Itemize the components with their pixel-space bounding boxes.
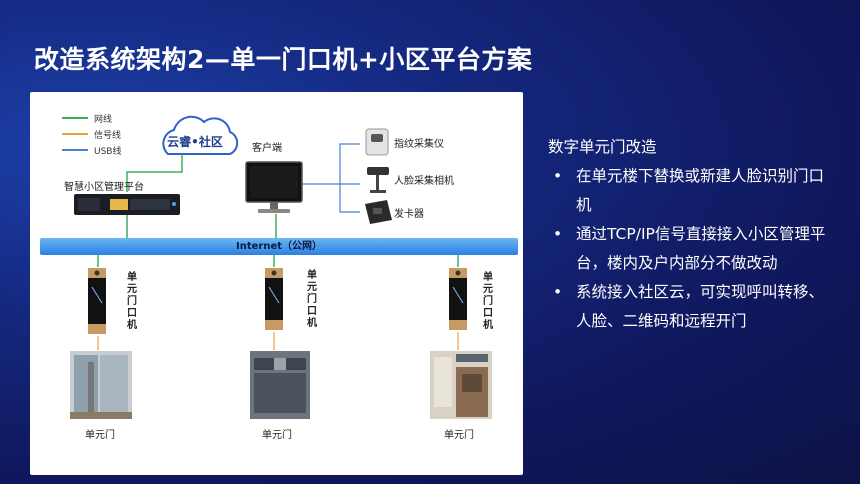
device-label-fingerprint: 指纹采集仪 <box>394 139 444 150</box>
legend-item-usb: USB线 <box>62 142 121 158</box>
internet-bar: Internet（公网） <box>40 238 518 255</box>
door-photo-1 <box>70 351 132 419</box>
legend-label: 信号线 <box>94 130 122 141</box>
signal-lines <box>97 332 459 350</box>
client-label: 客户端 <box>252 143 282 154</box>
diagram-drawing <box>70 115 492 419</box>
network-lines <box>97 154 459 267</box>
platform-device-icon <box>74 194 180 215</box>
door-unit-3-icon <box>449 268 467 330</box>
cloud-icon <box>162 115 239 155</box>
legend: 网线 信号线 USB线 <box>62 110 121 158</box>
device-label-face-camera: 人脸采集相机 <box>394 176 454 187</box>
bullet-dot: • <box>553 167 563 185</box>
door-unit-2-icon <box>265 268 283 330</box>
bullet-item: • 通过TCP/IP信号直接接入小区管理平台，楼内及户内部分不做改动 <box>548 220 838 278</box>
bullet-item: • 在单元楼下替换或新建人脸识别门口机 <box>548 162 838 220</box>
legend-label: USB线 <box>94 146 122 157</box>
platform-label: 智慧小区管理平台 <box>64 182 144 193</box>
bullet-item: • 系统接入社区云，可实现呼叫转移、人脸、二维码和远程开门 <box>548 278 838 336</box>
door-photo-3 <box>430 351 492 419</box>
cloud-label: 云睿•社区 <box>167 135 223 149</box>
description-heading: 数字单元门改造 <box>548 138 657 156</box>
architecture-diagram: 网线 信号线 USB线 云睿•社区 智慧小区管理平台 客户端 指纹采集仪 人脸采… <box>30 92 523 475</box>
face-camera-icon <box>367 167 389 193</box>
bullet-text: 通过TCP/IP信号直接接入小区管理平台，楼内及户内部分不做改动 <box>576 225 826 272</box>
door-unit-2-label: 单元门口机 <box>307 270 317 329</box>
bullet-text: 系统接入社区云，可实现呼叫转移、人脸、二维码和远程开门 <box>576 283 825 330</box>
door-unit-1-label: 单元门口机 <box>127 272 137 331</box>
legend-item-network: 网线 <box>62 110 121 126</box>
usb-lines <box>301 143 360 213</box>
description-panel: 数字单元门改造 • 在单元楼下替换或新建人脸识别门口机 • 通过TCP/IP信号… <box>548 133 838 336</box>
door-label-3: 单元门 <box>444 430 474 441</box>
legend-swatch <box>62 117 88 119</box>
bullet-dot: • <box>553 283 563 301</box>
legend-swatch <box>62 133 88 135</box>
door-unit-3-label: 单元门口机 <box>483 272 493 331</box>
page-title: 改造系统架构2—单一门口机+小区平台方案 <box>34 45 533 74</box>
card-reader-icon <box>365 200 392 224</box>
door-label-1: 单元门 <box>85 430 115 441</box>
legend-swatch <box>62 149 88 151</box>
legend-label: 网线 <box>94 114 113 125</box>
fingerprint-scanner-icon <box>365 128 389 156</box>
device-label-card-reader: 发卡器 <box>394 209 424 220</box>
bullet-text: 在单元楼下替换或新建人脸识别门口机 <box>576 167 825 214</box>
door-photo-2 <box>250 351 310 419</box>
door-unit-1-icon <box>88 268 106 334</box>
door-label-2: 单元门 <box>262 430 292 441</box>
legend-item-signal: 信号线 <box>62 126 121 142</box>
client-monitor-icon <box>245 161 303 213</box>
bullet-dot: • <box>553 225 563 243</box>
